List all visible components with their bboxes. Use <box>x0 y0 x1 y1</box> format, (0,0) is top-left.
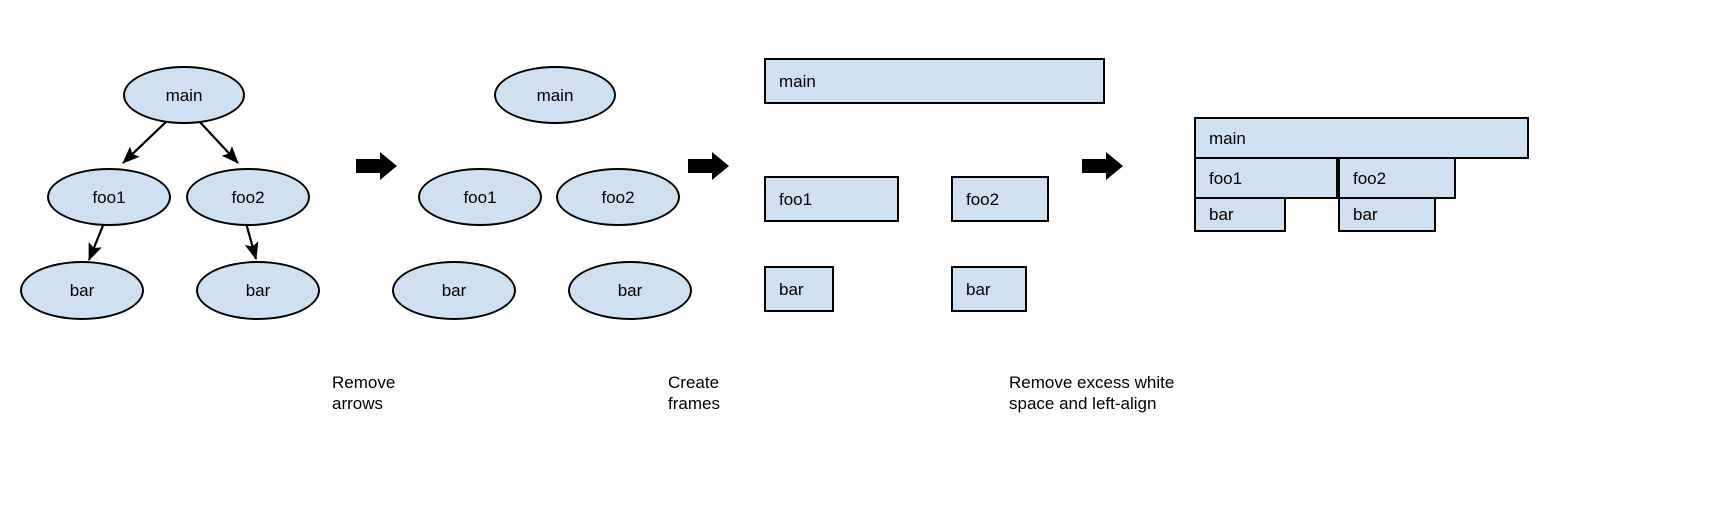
flame-cell-bar-left[interactable]: bar <box>1194 197 1286 232</box>
plain-node-foo1[interactable]: foo1 <box>418 168 542 226</box>
plain-node-label: foo1 <box>463 187 497 207</box>
tree-node-main[interactable]: main <box>123 66 245 124</box>
flame-cell-label: main <box>1209 128 1246 148</box>
plain-node-label: main <box>536 85 574 105</box>
flame-cell-label: bar <box>1209 205 1234 224</box>
flame-cell-bar-right[interactable]: bar <box>1338 197 1436 232</box>
plain-node-main[interactable]: main <box>494 66 616 124</box>
frame-bar-left[interactable]: bar <box>764 266 834 312</box>
tree-node-label: bar <box>69 281 95 300</box>
frame-main[interactable]: main <box>764 58 1105 104</box>
tree-node-bar-left[interactable]: bar <box>20 261 144 320</box>
frame-label: bar <box>966 279 991 299</box>
frame-bar-right[interactable]: bar <box>951 266 1027 312</box>
flame-cell-foo1[interactable]: foo1 <box>1194 157 1338 199</box>
tree-node-foo2[interactable]: foo2 <box>186 168 310 226</box>
flame-cell-label: foo2 <box>1353 168 1387 188</box>
plain-node-bar-right[interactable]: bar <box>568 261 692 320</box>
tree-node-foo1[interactable]: foo1 <box>47 168 171 226</box>
tree-node-label: foo1 <box>92 187 126 207</box>
step-arrow-3 <box>1082 152 1123 180</box>
tree-node-label: main <box>165 85 203 105</box>
flame-cell-label: bar <box>1353 205 1378 224</box>
frame-label: main <box>779 71 816 91</box>
caption-remove-arrows: Remove arrows <box>332 373 396 413</box>
plain-node-label: bar <box>441 281 467 300</box>
frame-foo2[interactable]: foo2 <box>951 176 1049 222</box>
flame-cell-foo2[interactable]: foo2 <box>1338 157 1456 199</box>
tree-node-label: bar <box>245 281 271 300</box>
frame-label: bar <box>779 279 804 299</box>
plain-node-foo2[interactable]: foo2 <box>556 168 680 226</box>
frame-label: foo2 <box>966 189 1000 209</box>
frame-foo1[interactable]: foo1 <box>764 176 899 222</box>
plain-node-label: bar <box>617 281 643 300</box>
tree-node-bar-right[interactable]: bar <box>196 261 320 320</box>
tree-node-label: foo2 <box>231 187 265 207</box>
plain-node-bar-left[interactable]: bar <box>392 261 516 320</box>
caption-create-frames: Create frames <box>668 373 720 413</box>
plain-node-label: foo2 <box>601 187 635 207</box>
step-arrow-2 <box>688 152 729 180</box>
flame-cell-label: foo1 <box>1209 168 1243 188</box>
caption-remove-whitespace: Remove excess white space and left-align <box>1009 373 1175 413</box>
step-arrow-1 <box>356 152 397 180</box>
flame-cell-main[interactable]: main <box>1194 117 1529 159</box>
frame-label: foo1 <box>779 189 813 209</box>
